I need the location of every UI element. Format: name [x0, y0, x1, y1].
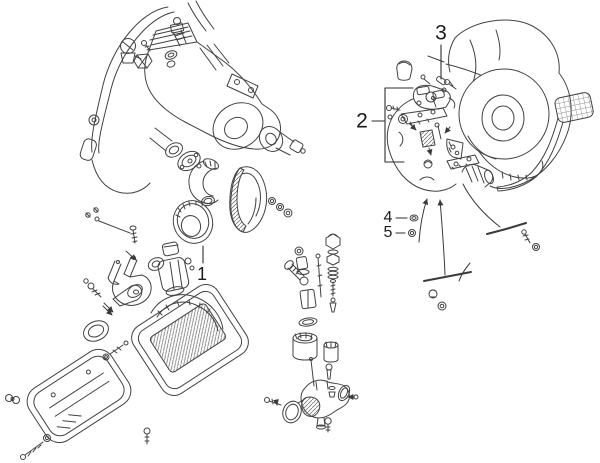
- stator-plate-group: [386, 74, 480, 170]
- housing-bolt: [143, 427, 151, 445]
- callout-label-4: 4: [383, 209, 393, 226]
- idle-screw: [347, 394, 359, 400]
- hose-clamp: [282, 399, 304, 424]
- exhaust-gasket: [177, 150, 201, 172]
- cylinder-cowl: [229, 166, 268, 233]
- ignition-coil: [416, 85, 430, 96]
- filter-strap: [150, 294, 224, 330]
- float-valve: [294, 246, 310, 275]
- callout-label-1: 1: [196, 264, 208, 284]
- carburetor-parts: [264, 233, 359, 433]
- filler-cap: [396, 60, 413, 81]
- union-hex-fitting: [133, 53, 153, 69]
- pivot-pin: [437, 125, 442, 140]
- callout-label-5: 5: [383, 224, 393, 241]
- item-4-washer: [409, 214, 419, 222]
- carburetor-body: [300, 379, 351, 430]
- float-bowl: [292, 332, 318, 361]
- rubber-buffer: [419, 129, 436, 148]
- spring: [327, 266, 339, 272]
- cowl-washers: [268, 197, 293, 218]
- cover-wing-nut: [5, 394, 20, 404]
- main-jet: [325, 363, 336, 398]
- assembly-arrow: [103, 302, 114, 313]
- air-filter-cover: [26, 348, 132, 444]
- left-stud-screw: [386, 105, 401, 120]
- cover-bolt-and-nut: [20, 434, 51, 460]
- lever-screw: [83, 278, 102, 298]
- callout-label-2: 2: [356, 109, 368, 133]
- leader-lines: [418, 183, 527, 282]
- oil-pump-assembly: [147, 241, 195, 296]
- item-5-nut: [408, 229, 416, 237]
- item-3-screw: [436, 75, 447, 86]
- callout-2-bracket: [371, 87, 414, 163]
- points-arm: [398, 96, 448, 126]
- kickstart-pedal: [496, 92, 594, 192]
- left-small-screws: [85, 207, 138, 244]
- filter-screw-nut: [102, 340, 129, 361]
- filter-gasket: [83, 320, 109, 342]
- filter-lever: [112, 284, 143, 307]
- clamp-screw: [264, 397, 282, 406]
- fuel-banjo: [284, 260, 309, 286]
- l-bracket: [446, 138, 464, 160]
- seal-ring-item1: [172, 200, 214, 244]
- washers-top: [164, 50, 178, 68]
- spark-plug: [169, 17, 187, 47]
- air-filter-housing: [131, 284, 249, 396]
- assembly-arrow: [125, 250, 137, 261]
- ignition-coil: [432, 89, 445, 99]
- fork-lever: [107, 256, 152, 306]
- dome-nut: [423, 159, 433, 169]
- mounting-plate: [446, 154, 480, 170]
- callout-target-parts: [408, 75, 447, 237]
- cable-end-fitting: [79, 138, 97, 161]
- throttle-cable-loop: [79, 0, 215, 194]
- assembly-arrow: [426, 147, 433, 156]
- cable-grommet: [88, 114, 100, 126]
- engine-crankcase-assembly: [144, 22, 306, 169]
- bowl-bolt: [324, 417, 332, 433]
- mount-bolt-washer: [428, 289, 447, 311]
- callout-label-3: 3: [435, 21, 447, 45]
- slide-cylinder: [323, 341, 339, 363]
- engine-side-view: [386, 19, 572, 192]
- assembly-arrow: [444, 126, 451, 134]
- callout-lines: [202, 44, 442, 264]
- exhaust-elbow: [188, 158, 219, 207]
- filter-element: [149, 303, 227, 373]
- pivot-screw-nut: [521, 229, 540, 251]
- crankcase-outline: [386, 111, 457, 192]
- fuel-tap: [120, 38, 142, 64]
- assembly-arrow: [409, 123, 417, 131]
- assembly-arrow: [102, 305, 113, 316]
- ribbed-stub: [461, 163, 494, 188]
